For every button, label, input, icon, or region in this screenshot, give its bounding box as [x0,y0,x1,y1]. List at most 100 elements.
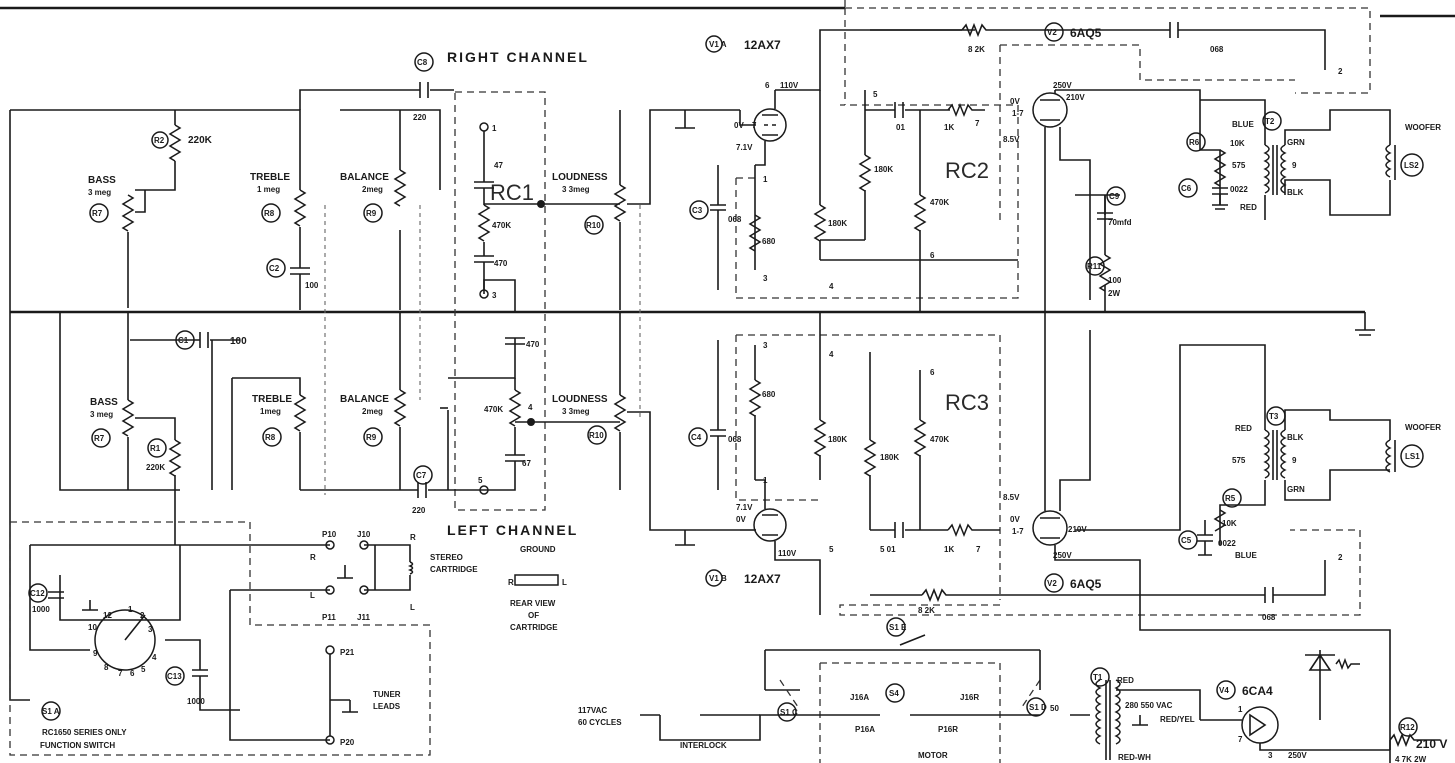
r180k-value: 180K [828,219,847,228]
right-loudness: LOUDNESS 3 3meg R10 [324,109,740,495]
balance-r-ref: R9 [366,209,377,218]
treble-l-ref: R8 [265,433,276,442]
t3-blue: BLUE [1235,551,1257,560]
r6-label: R6 [1189,138,1200,147]
r12-value: 4 7K 2W [1395,755,1427,763]
rc3-block: RC3 180K 180K 470K 5 01 1K 7 4 6 5 8 2K … [813,312,1343,622]
j16r-label: J16R [960,693,979,702]
tuner-label: TUNER [373,690,401,699]
svg-text:3: 3 [1268,751,1273,760]
rc3-terminal-1: 1 [763,476,768,485]
cycles-label: 60 CYCLES [578,718,622,727]
r1kb-value: 1K [944,545,954,554]
c6-label: C6 [1181,184,1192,193]
p16a-label: P16A [855,725,875,734]
t2-blk: BLK [1287,188,1304,197]
t2-transformer: R6 10K C6 0022 BLUE RED GRN BLK 575 9 T2… [1178,99,1441,220]
v1a-tube: 110V 6 0V 7.1V 7 V1 A 12AX7 [675,29,975,166]
r1-value: 220K [146,463,165,472]
trans-voltage: 280 550 VAC [1125,701,1173,710]
balance-l-ref: R9 [366,433,377,442]
cartridge-inputs: P10 P11 J10 J11 R L R L STEREO CARTRIDGE… [310,530,567,747]
treble-l-value: 1meg [260,407,281,416]
treble-r-ref: R8 [264,209,275,218]
t2-red: RED [1240,203,1257,212]
ls1-label: LS1 [1405,452,1420,461]
v2a-screen: 250V [1053,81,1072,90]
v2a-tube: 250V 210V 0V 1-7 8.5V V2 6AQ5 C9 70mfd R… [1003,22,1201,312]
c7-value: 220 [412,506,426,515]
switch-pos-6: 6 [130,669,135,678]
balance-l-label: BALANCE [340,394,389,405]
v1a-ref: V1 A [709,40,727,49]
svg-text:7: 7 [752,121,757,130]
c9-label: C9 [1109,192,1120,201]
leads-label: LEADS [373,702,401,711]
switch-pos-1: 1 [128,605,133,614]
ground-symbol-main [1355,312,1375,336]
treble-l-label: TREBLE [252,394,292,405]
v4-type: 6CA4 [1242,684,1273,698]
treble-r-label: TREBLE [250,172,290,183]
rear-of-label: OF [528,611,539,620]
rc3-terminal-7: 7 [976,545,981,554]
t3-primary: 575 [1232,456,1246,465]
c5-label: C5 [1181,536,1192,545]
t1-primary-label: 50 [1050,704,1059,713]
rc2-terminal-5: 5 [873,90,878,99]
r5-value: 10K [1222,519,1237,528]
j16a-label: J16A [850,693,869,702]
c1-label: C1 [178,336,189,345]
p20-label: P20 [340,738,355,747]
v1b-tube: 680 C4 068 110V 0V 7.1V V1 B 12AX7 3 1 [675,334,1361,616]
balance-l-value: 2meg [362,407,383,416]
v2b-screen: 250V [1053,551,1072,560]
input-r: R [310,553,316,562]
rc1-cap-470: 470 [494,259,508,268]
treble-r-value: 1 meg [257,185,280,194]
r470k-value: 470K [930,198,949,207]
rc2-terminal-3: 3 [763,274,768,283]
v2b-type: 6AQ5 [1070,577,1102,591]
balance-r-label: BALANCE [340,172,389,183]
t3-label: T3 [1269,412,1279,421]
c13-label: C13 [167,672,182,681]
v2a-plate: 210V [1066,93,1085,102]
c8-value: 220 [413,113,427,122]
c6-value: 0022 [1230,185,1248,194]
t3-transformer: R5 10K C5 0022 RED BLUE BLK GRN 575 9 T3… [1178,406,1441,560]
r11-value: 100 [1108,276,1122,285]
t3-blk: BLK [1287,433,1304,442]
switch-pos-10: 10 [88,623,97,632]
c9-value: 70mfd [1108,218,1132,227]
r11-wattage: 2W [1108,289,1120,298]
switch-pos-2: 2 [140,611,145,620]
rc1-terminal-1: 1 [492,124,497,133]
rc1-cap-47: 47 [494,161,503,170]
b-plus-voltage: 210 V [1416,737,1447,751]
r680-value: 680 [762,237,776,246]
c7-label: C7 [416,471,427,480]
v2a-cath: 8.5V [1003,135,1020,144]
r12-label: R12 [1400,723,1415,732]
v1b-cath-voltage: 7.1V [736,503,753,512]
v1b-ref: V1 B [709,574,727,583]
loudness-l-value: 3 3meg [562,407,590,416]
s1d-label: S1 D [1029,703,1047,712]
t2-label: T2 [1265,117,1275,126]
switch-pos-12: 12 [103,611,112,620]
rc1b-res-470k: 470K [484,405,503,414]
r1k-value: 1K [944,123,954,132]
rc3-terminal-5: 5 [829,545,834,554]
s4-label: S4 [889,689,899,698]
v1b-plate-voltage: 110V [778,549,797,558]
c3-value: 068 [728,215,742,224]
c01b-value: 5 01 [880,545,896,554]
cartridge-label: CARTRIDGE [430,565,478,574]
rc3-terminal-2: 2 [1338,553,1343,562]
fb-c-top: 068 [1210,45,1224,54]
t2-secondary: 9 [1292,161,1297,170]
function-switch: C12 1000 12 1 2 3 4 5 6 7 8 9 10 C13 100… [9,521,431,756]
balance-r-value: 2meg [362,185,383,194]
loudness-l-label: LOUDNESS [552,394,608,405]
